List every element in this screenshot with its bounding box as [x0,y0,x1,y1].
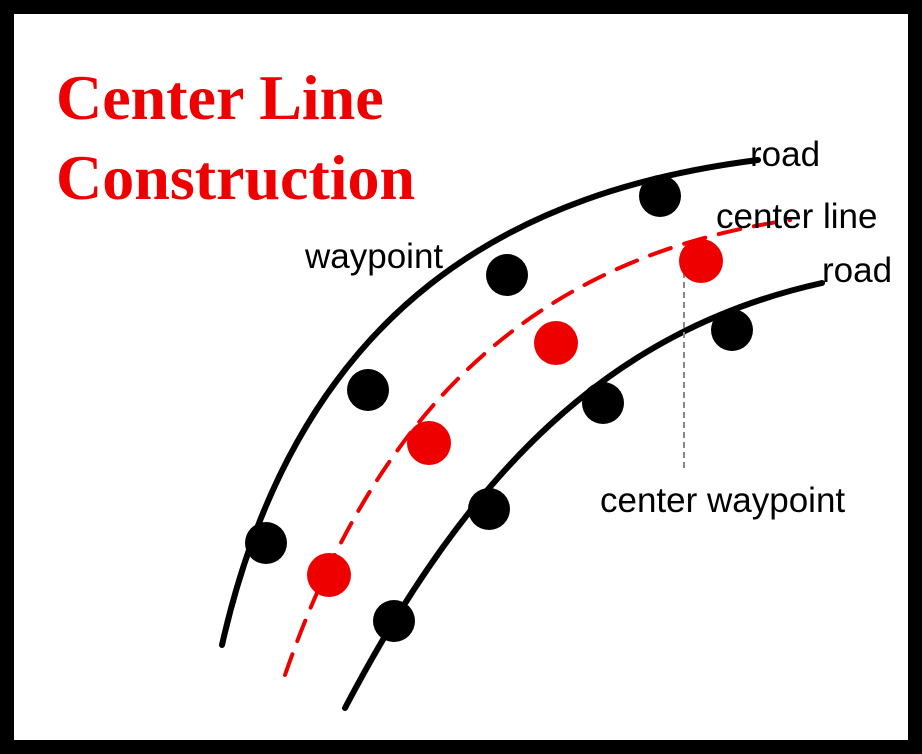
diagram-title: Center Line Construction [56,58,415,218]
waypoint-outer-3 [486,254,528,296]
center-waypoint-2 [407,421,451,465]
center-waypoint-3 [534,321,578,365]
waypoint-inner-2 [468,488,510,530]
road-outer [219,157,761,648]
label-waypoint: waypoint [304,237,443,276]
waypoint-inner-4 [711,309,753,351]
waypoint-inner-1 [373,600,415,642]
waypoint-inner-3 [582,382,624,424]
label-road-top: road [750,135,820,174]
center-waypoint-4 [679,239,723,283]
center-line [283,218,792,677]
title-line-2: Construction [56,142,416,213]
title-line-1: Center Line [56,62,384,133]
label-center-line: center line [716,197,877,236]
waypoint-outer-4 [639,175,681,217]
waypoint-outer-2 [347,369,389,411]
center-waypoint-1 [307,553,351,597]
label-road-bottom: road [822,251,892,290]
label-center-waypoint: center waypoint [600,481,845,520]
waypoint-outer-1 [245,522,287,564]
